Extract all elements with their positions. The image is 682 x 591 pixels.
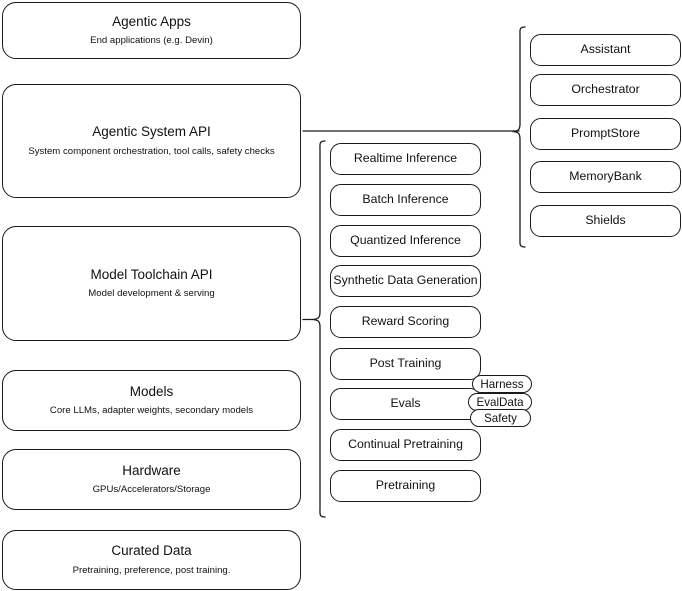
component-label: Reward Scoring (361, 314, 450, 329)
layer-title: Agentic System API (92, 124, 211, 140)
component-realtime-inference[interactable]: Realtime Inference (330, 143, 481, 175)
component-label: Synthetic Data Generation (333, 273, 478, 288)
component-synthetic-data-generation[interactable]: Synthetic Data Generation (330, 265, 481, 297)
layer-subtitle: End applications (e.g. Devin) (90, 35, 213, 47)
layer-title: Models (129, 383, 174, 399)
badge-label: Harness (480, 377, 524, 391)
component-label: Shields (585, 213, 626, 228)
component-batch-inference[interactable]: Batch Inference (330, 184, 481, 216)
badge-safety[interactable]: Safety (470, 409, 531, 427)
component-orchestrator[interactable]: Orchestrator (530, 74, 681, 106)
brace-system-components (512, 26, 526, 248)
component-label: Realtime Inference (353, 151, 458, 166)
component-post-training[interactable]: Post Training (330, 348, 481, 380)
component-label: Post Training (369, 356, 442, 371)
layer-agentic-apps[interactable]: Agentic Apps End applications (e.g. Devi… (2, 2, 301, 59)
brace-toolchain-components (312, 140, 326, 518)
component-memorybank[interactable]: MemoryBank (530, 161, 681, 193)
layer-models[interactable]: Models Core LLMs, adapter weights, secon… (2, 370, 301, 431)
component-label: Orchestrator (571, 82, 640, 97)
layer-title: Model Toolchain API (90, 266, 213, 282)
component-continual-pretraining[interactable]: Continual Pretraining (330, 429, 481, 461)
component-pretraining[interactable]: Pretraining (330, 470, 481, 502)
component-reward-scoring[interactable]: Reward Scoring (330, 306, 481, 338)
layer-subtitle: Model development & serving (88, 288, 215, 300)
layer-subtitle: Pretraining, preference, post training. (72, 564, 231, 576)
component-label: Batch Inference (362, 192, 449, 207)
component-label: Evals (390, 396, 421, 411)
layer-agentic-system-api[interactable]: Agentic System API System component orch… (2, 84, 301, 198)
badge-label: EvalData (476, 395, 524, 409)
component-label: Pretraining (375, 478, 436, 493)
component-label: MemoryBank (569, 169, 642, 184)
layer-subtitle: GPUs/Accelerators/Storage (92, 484, 211, 496)
layer-title: Agentic Apps (112, 13, 191, 29)
component-quantized-inference[interactable]: Quantized Inference (330, 225, 481, 257)
layer-hardware[interactable]: Hardware GPUs/Accelerators/Storage (2, 449, 301, 510)
component-promptstore[interactable]: PromptStore (530, 118, 681, 150)
badge-label: Safety (484, 411, 517, 425)
layer-curated-data[interactable]: Curated Data Pretraining, preference, po… (2, 530, 301, 590)
component-label: Quantized Inference (350, 233, 461, 248)
component-shields[interactable]: Shields (530, 205, 681, 237)
component-evals[interactable]: Evals (330, 388, 481, 420)
layer-subtitle: Core LLMs, adapter weights, secondary mo… (49, 405, 254, 417)
component-label: PromptStore (570, 126, 641, 141)
layer-title: Hardware (122, 462, 181, 478)
layer-model-toolchain-api[interactable]: Model Toolchain API Model development & … (2, 226, 301, 341)
badge-harness[interactable]: Harness (472, 375, 532, 393)
layer-title: Curated Data (111, 543, 192, 559)
component-label: Assistant (580, 42, 631, 57)
component-label: Continual Pretraining (348, 437, 463, 452)
component-assistant[interactable]: Assistant (530, 34, 681, 66)
layer-subtitle: System component orchestration, tool cal… (28, 145, 275, 157)
